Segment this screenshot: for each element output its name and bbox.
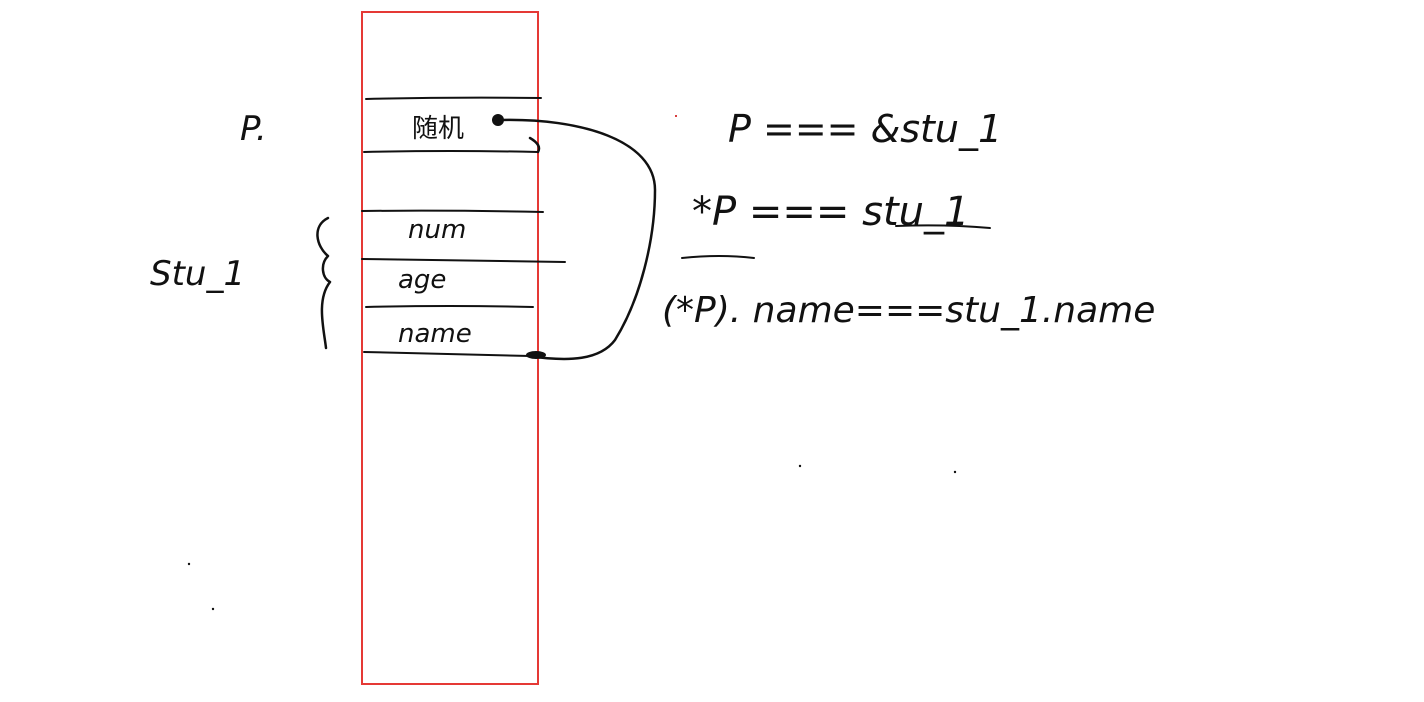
- pointer-dot: [492, 114, 504, 126]
- pointer-var-label: P.: [240, 109, 267, 149]
- cell-divider-age-name: [365, 305, 534, 308]
- cell-divider-num-age: [361, 258, 566, 263]
- stray-dot: [953, 470, 957, 474]
- field-num: num: [408, 215, 466, 245]
- cell-divider-pointer-bottom: [363, 150, 539, 153]
- pointer-arrow-curve: [498, 118, 657, 361]
- stray-dot: [211, 607, 215, 611]
- memory-block: [361, 11, 539, 685]
- stray-dot: [798, 464, 802, 468]
- struct-var-label: Stu_1: [150, 254, 245, 294]
- pointer-arrow-head: [526, 351, 546, 359]
- cell-divider-top: [365, 96, 542, 100]
- equation-pointer-address: P === &stu_1: [728, 107, 1002, 151]
- underline-star-p: [681, 255, 755, 259]
- equation-member-access: (*P). name===stu_1.name: [662, 290, 1155, 331]
- pointer-cell-value: 随机: [412, 114, 464, 144]
- underline-stu-1: [895, 224, 991, 229]
- pointer-arrow-tail: [528, 136, 541, 154]
- struct-brace: [316, 216, 332, 350]
- stray-dot: [675, 115, 677, 117]
- field-age: age: [398, 265, 446, 295]
- equation-dereference: *P === stu_1: [692, 189, 969, 235]
- cell-divider-struct-top: [361, 209, 544, 213]
- stray-dot: [187, 562, 191, 566]
- cell-divider-name-bottom: [363, 351, 531, 357]
- field-name: name: [398, 319, 472, 349]
